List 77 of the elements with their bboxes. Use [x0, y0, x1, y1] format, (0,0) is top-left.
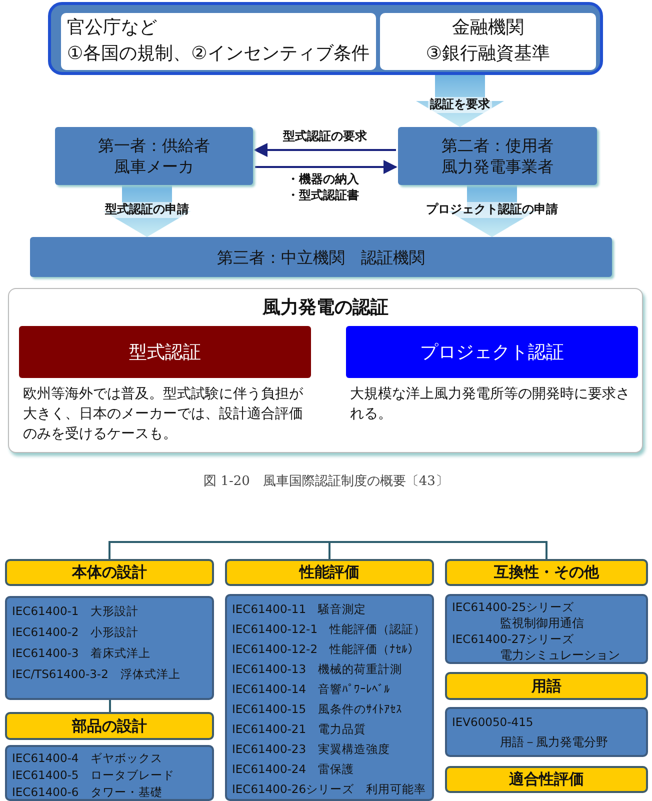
standard-entry: IEC61400-14 音響ﾊﾟﾜｰﾚﾍﾞﾙ [232, 681, 392, 698]
node-text: 風車メーカ [114, 156, 194, 177]
standard-entry: IEC/TS61400-3-2 浮体式洋上 [12, 666, 182, 683]
category-box [346, 326, 638, 378]
standards-box [225, 594, 434, 801]
category-header [445, 672, 648, 700]
group-panel [48, 2, 603, 75]
card-title: 風力発電の認証 [261, 296, 390, 319]
category-title: 部品の設計 [72, 716, 147, 736]
standard-entry: IEC61400-3 着床式洋上 [12, 645, 152, 662]
standard-entry: 監視制御用通信 [499, 615, 585, 631]
category-header [225, 559, 434, 586]
category-title: 本体の設計 [72, 563, 147, 582]
standards-box [445, 594, 648, 664]
block-arrow [416, 75, 504, 127]
text-box [61, 13, 376, 70]
standard-entry: IEC61400-4 ギヤボックス [12, 750, 164, 767]
node-text: 型式認証 [129, 341, 201, 364]
node-text: ①各国の規制、②インセンティブ条件 [66, 42, 370, 66]
standard-entry: IEC61400-1 大形設計 [12, 603, 140, 620]
standard-entry: IEC61400-13 機械的荷重計測 [232, 661, 404, 678]
description-text: 欧州等海外では普及。型式試験に伴う負担が大きく、日本のメーカーでは、設計適合評価のみを受けるケースも。 [23, 385, 304, 444]
standard-entry: IEC61400-11 騒音測定 [232, 601, 368, 618]
standard-entry: IEC61400-26シリーズ 利用可能率 [232, 781, 428, 798]
standard-entry: IEC61400-12-1 性能評価（認証） [232, 621, 427, 638]
edge-label: 認証を要求 [428, 97, 492, 113]
standard-entry: IEC61400-2 小形設計 [12, 624, 140, 641]
figure-caption: 図 1-20 風車国際認証制度の概要〔43〕 [202, 473, 450, 490]
block-arrow [448, 185, 536, 237]
standard-entry: IEC61400-23 実翼構造強度 [232, 741, 392, 758]
standard-entry: IEC61400-27シリーズ [452, 631, 576, 647]
edge-label: 型式認証の要求 [281, 129, 369, 145]
standard-entry: IEC61400-21 電力品質 [232, 721, 368, 738]
node-text: 第二者：使用者 [442, 135, 554, 156]
connector-line [109, 700, 111, 712]
connector-line [330, 541, 548, 559]
text-box [380, 13, 596, 70]
standard-entry: IEC61400-15 風条件のｻｲﾄｱｾｽ [232, 701, 404, 718]
node-text: 第一者：供給者 [98, 135, 210, 156]
category-title: 性能評価 [300, 563, 360, 582]
category-title: 互換性・その他 [494, 563, 599, 582]
node-text: 金融機関 [451, 16, 525, 40]
edge-label: プロジェクト認証の申請 [424, 202, 560, 218]
standard-entry: IEC61400-6 タワー・基礎 [12, 784, 164, 801]
standard-entry: IEC61400-25シリーズ [452, 599, 576, 615]
standard-entry: 用語－風力発電分野 [499, 734, 609, 751]
standard-entry: IEV60050-415 [452, 714, 534, 731]
block-arrow [103, 185, 191, 237]
standard-entry: IEC61400-5 ロータブレード [12, 767, 176, 784]
category-header [445, 559, 648, 586]
party-box [30, 237, 612, 277]
category-title: 用語 [532, 676, 562, 696]
standard-entry: IEC61400-12-2 性能評価（ﾅｾﾙ） [232, 641, 421, 658]
category-title: 適合性評価 [509, 770, 584, 789]
category-box [19, 326, 311, 378]
standards-box [445, 707, 648, 757]
edge-label: 型式認証の申請 [103, 202, 191, 218]
connector-line [328, 541, 331, 559]
party-box [55, 127, 253, 185]
node-text: 第三者：中立機関 認証機関 [217, 246, 425, 268]
standards-box [5, 596, 214, 700]
standard-entry: 電力シミュレーション [499, 647, 621, 663]
standard-entry: IEC61400-24 雷保護 [232, 761, 356, 778]
node-text: プロジェクト認証 [420, 341, 564, 364]
category-header [5, 559, 214, 586]
node-text: ③銀行融資基準 [424, 42, 552, 66]
arrow [255, 160, 398, 174]
node-text: 風力発電事業者 [442, 156, 554, 177]
category-header [445, 766, 648, 793]
card-panel [8, 288, 643, 453]
party-box [398, 127, 597, 185]
standards-box [5, 745, 214, 801]
description-text: 大規模な洋上風力発電所等の開発時に要求される。 [350, 385, 631, 424]
category-header [5, 712, 214, 740]
node-text: 官公庁など [66, 16, 158, 40]
connector-line [108, 541, 330, 559]
arrow [254, 143, 396, 157]
